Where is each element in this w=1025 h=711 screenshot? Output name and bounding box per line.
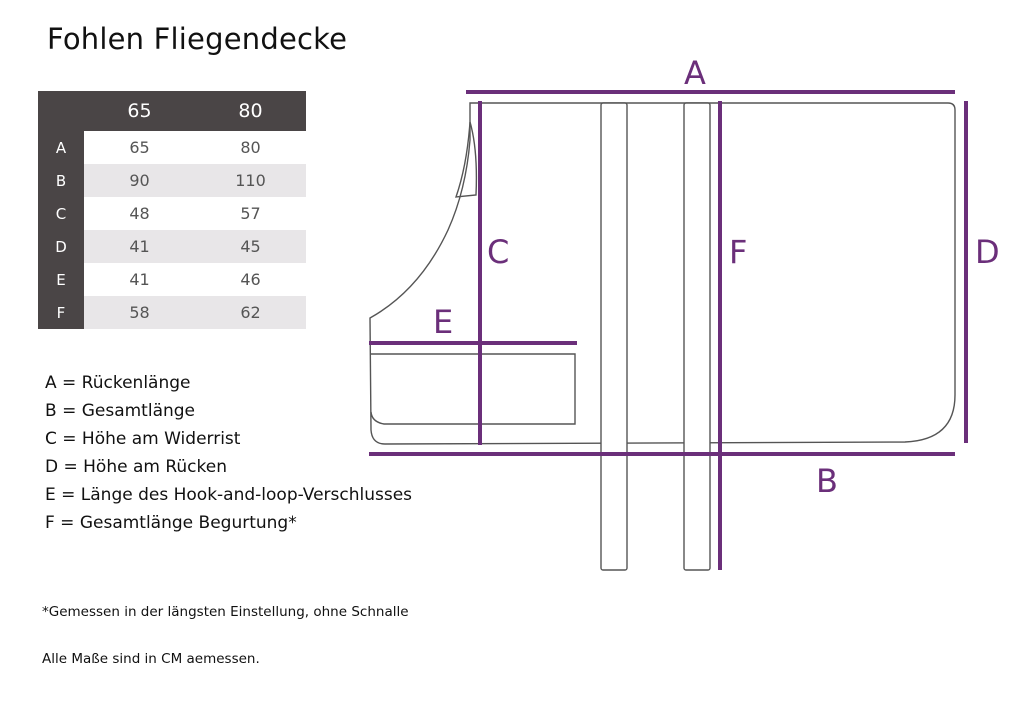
size-column-header: 80 [195,91,306,131]
table-cell: 48 [129,204,150,223]
table-cell: 41 [84,230,195,263]
dimension-label-c: C [487,233,509,271]
neck-flap [454,121,478,198]
dimension-label-b: B [816,462,838,500]
table-cell: 110 [195,164,306,197]
dimension-label-d: D [975,233,1000,271]
dimension-label-f: F [729,233,747,271]
dimension-label-a: A [684,54,706,92]
measurement-legend: A = Rückenlänge B = Gesamtlänge C = Höhe… [45,369,412,537]
header-corner [38,91,84,131]
measurement-footnote: *Gemessen in der längsten Einstellung, o… [42,604,409,620]
belly-strap-rear [683,102,711,571]
table-row: A 65 80 [38,131,306,164]
legend-item: F = Gesamtlänge Begurtung* [45,513,297,533]
table-cell: 62 [195,296,306,329]
page-title: Fohlen Fliegendecke [47,22,348,56]
table-cell: 80 [240,138,261,157]
legend-item: A = Rückenlänge [45,373,191,393]
table-cell: 57 [240,204,261,223]
size-table-header: 65 80 [38,91,306,131]
dimension-label-e: E [433,303,453,341]
row-label: C [38,197,84,230]
table-row: D 41 45 [38,230,306,263]
table-cell: 90 [84,164,195,197]
table-cell: 45 [195,230,306,263]
legend-item: E = Länge des Hook-and-loop-Verschlusses [45,485,413,505]
table-row: B 90 110 [38,164,306,197]
table-row: F 58 62 [38,296,306,329]
row-label: A [38,131,84,164]
table-cell: 58 [84,296,195,329]
table-cell: 41 [129,270,150,289]
row-label: D [38,230,84,263]
rug-body-outline [369,102,956,445]
table-cell: 46 [240,270,261,289]
legend-item: B = Gesamtlänge [45,401,196,421]
legend-item: D = Höhe am Rücken [45,457,227,477]
row-label: B [38,164,84,197]
row-label: E [38,263,84,296]
rug-outline [369,102,956,571]
table-row: C 48 57 [38,197,306,230]
belly-strap-front [600,102,628,571]
size-table: 65 80 A 65 80 B 90 110 C 48 57 D 41 45 E… [38,91,306,329]
legend-item: C = Höhe am Widerrist [45,429,241,449]
closure-strap [370,353,576,425]
units-note: Alle Maße sind in CM aemessen. [42,651,260,667]
table-cell: 65 [129,138,150,157]
table-row: E 41 46 [38,263,306,296]
row-label: F [38,296,84,329]
measurement-lines [369,90,968,570]
size-column-header: 65 [84,91,195,131]
